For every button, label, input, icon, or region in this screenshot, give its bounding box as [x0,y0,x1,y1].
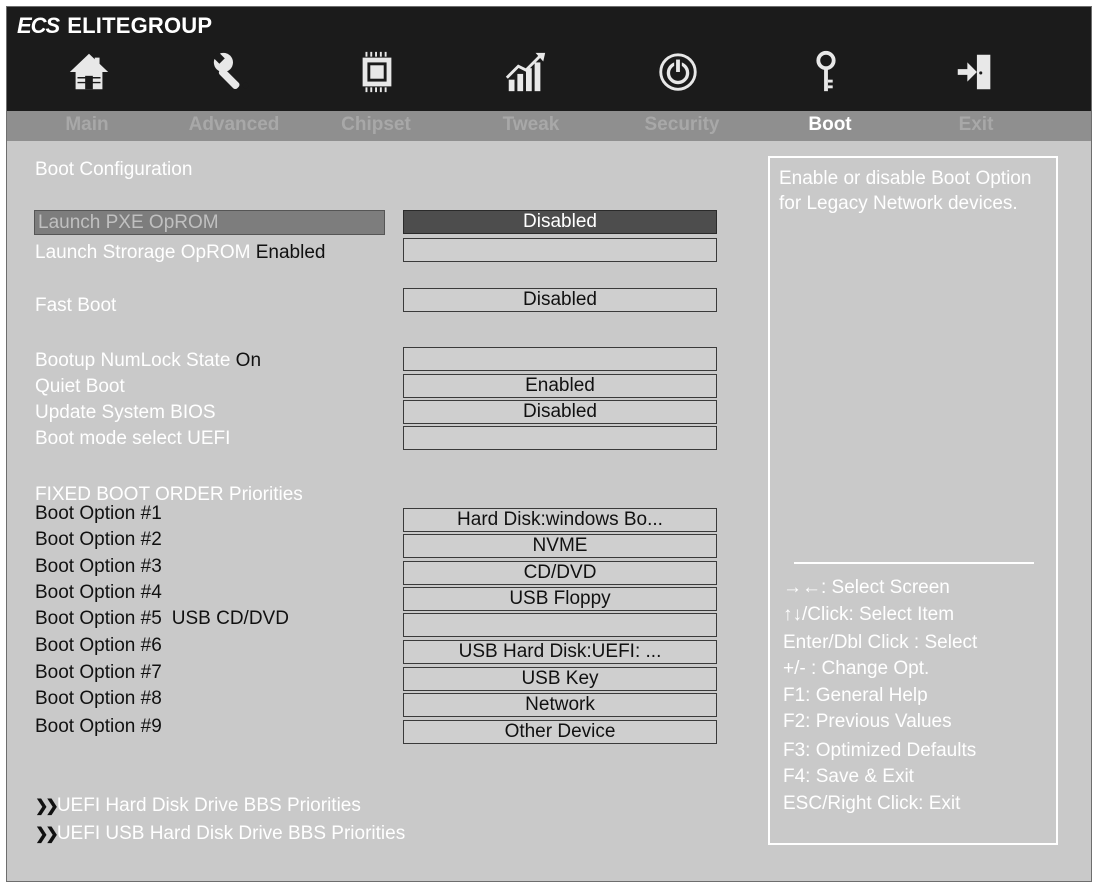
launch-pxe-row[interactable]: Launch PXE OpROM [34,210,385,235]
boot-option-row[interactable]: Boot Option #6 [35,635,172,657]
section-title: Boot Configuration [35,159,193,180]
wrench-icon[interactable] [208,47,258,97]
tab-tweak[interactable]: Tweak [502,114,560,135]
update-bios-label[interactable]: Update System BIOS [35,402,216,423]
boot-option-value[interactable]: NVME [403,534,717,558]
boot-option-value[interactable]: USB Floppy [403,587,717,611]
key-legend-item: F4: Save & Exit [783,766,914,787]
boot-mode-inline-value: UEFI [187,428,231,449]
boot-option-row[interactable]: Boot Option #8 [35,688,172,710]
tab-security[interactable]: Security [644,114,720,135]
boot-option-label: Boot Option #5 [35,608,162,629]
key-icon[interactable] [801,47,851,97]
submenu-uefi-usb-hdd-bbs-label: UEFI USB Hard Disk Drive BBS Priorities [56,823,406,844]
key-legend-item: +/- : Change Opt. [783,658,930,679]
fast-boot-label[interactable]: Fast Boot [35,295,117,316]
boot-option-row[interactable]: Boot Option #4 [35,582,172,604]
tab-main[interactable]: Main [65,114,109,135]
boot-option-label: Boot Option #3 [35,556,162,577]
quiet-boot-label[interactable]: Quiet Boot [35,376,125,397]
boot-option-label: Boot Option #7 [35,662,162,683]
numlock-value[interactable] [403,347,717,371]
fixed-boot-order-title: FIXED BOOT ORDER Priorities [35,484,303,505]
boot-mode-row[interactable]: Boot mode select UEFI [35,428,230,450]
boot-option-row[interactable]: Boot Option #9 [35,716,172,738]
boot-option-value[interactable]: USB Key [403,667,717,691]
double-chevron-right-icon: ❯❯ [35,826,59,843]
boot-option-label: Boot Option #9 [35,716,162,737]
boot-option-value[interactable] [403,613,717,637]
quiet-boot-value[interactable]: Enabled [403,374,717,398]
boot-mode-value[interactable] [403,426,717,450]
home-icon[interactable] [64,47,114,97]
numlock-row[interactable]: Bootup NumLock State On [35,350,261,372]
boot-option-value[interactable]: Other Device [403,720,717,744]
key-legend-item: ↑↓/Click: Select Item [783,604,955,625]
help-panel: Enable or disable Boot Option for Legacy… [768,156,1058,845]
boot-option-label: Boot Option #4 [35,582,162,603]
bios-setup-window: ECS ELITEGROUP Main Advanced Chipset T [6,6,1092,882]
ecs-logo: ECS [17,13,60,38]
chip-icon[interactable] [352,47,402,97]
key-legend-item: ESC/Right Click: Exit [783,793,961,814]
boot-option-label: Boot Option #6 [35,635,162,656]
launch-storage-label: Launch Strorage OpROM [35,242,251,263]
launch-storage-inline-value: Enabled [255,242,326,263]
key-legend-item: →←: Select Screen [783,577,950,598]
tab-advanced[interactable]: Advanced [188,114,280,135]
boot-mode-label: Boot mode select [35,428,182,449]
boot-option-value[interactable]: CD/DVD [403,561,717,585]
tab-bar: Main Advanced Chipset Tweak Security Boo… [7,111,1091,141]
boot-option-label: Boot Option #8 [35,688,162,709]
key-legend-item: F3: Optimized Defaults [783,740,977,761]
launch-pxe-label: Launch PXE OpROM [38,212,219,233]
brand-name: ELITEGROUP [67,13,213,38]
boot-option-row[interactable]: Boot Option #3 [35,556,172,578]
boot-option-row[interactable]: Boot Option #7 [35,662,172,684]
fast-boot-value[interactable]: Disabled [403,288,717,312]
boot-option-value[interactable]: Hard Disk:windows Bo... [403,508,717,532]
update-bios-value[interactable]: Disabled [403,400,717,424]
key-legend-item: Enter/Dbl Click : Select [783,632,978,653]
boot-option-row[interactable]: Boot Option #1 [35,503,172,525]
tab-boot[interactable]: Boot [808,114,852,135]
boot-option-row[interactable]: Boot Option #5 USB CD/DVD [35,608,289,630]
tab-exit[interactable]: Exit [958,114,994,135]
boot-option-row[interactable]: Boot Option #2 [35,529,172,551]
submenu-uefi-usb-hdd-bbs[interactable]: ❯❯UEFI USB Hard Disk Drive BBS Prioritie… [35,823,405,845]
chart-icon[interactable] [501,47,551,97]
numlock-inline-value: On [235,350,262,371]
header-bar: ECS ELITEGROUP [7,7,1091,111]
submenu-uefi-hdd-bbs[interactable]: ❯❯UEFI Hard Disk Drive BBS Priorities [35,795,361,817]
submenu-uefi-hdd-bbs-label: UEFI Hard Disk Drive BBS Priorities [56,795,361,816]
boot-option-value[interactable]: Network [403,693,717,717]
help-divider [794,562,1034,564]
boot-option-label: Boot Option #2 [35,529,162,550]
key-legend-item: F2: Previous Values [783,711,952,732]
numlock-label: Bootup NumLock State [35,350,231,371]
tab-chipset[interactable]: Chipset [341,114,411,135]
key-legend-item: F1: General Help [783,685,928,706]
help-description: Enable or disable Boot Option for Legacy… [779,168,1032,214]
launch-pxe-value[interactable]: Disabled [403,210,717,234]
boot-option-value[interactable]: USB Hard Disk:UEFI: ... [403,640,717,664]
boot-option-inline-value: USB CD/DVD [171,608,289,629]
launch-storage-row[interactable]: Launch Strorage OpROM Enabled [35,242,325,264]
brand-logo: ECS ELITEGROUP [17,11,212,41]
exit-icon[interactable] [950,47,1000,97]
power-icon[interactable] [653,47,703,97]
boot-option-label: Boot Option #1 [35,503,162,524]
double-chevron-right-icon: ❯❯ [35,798,59,815]
launch-storage-value[interactable] [403,238,717,262]
